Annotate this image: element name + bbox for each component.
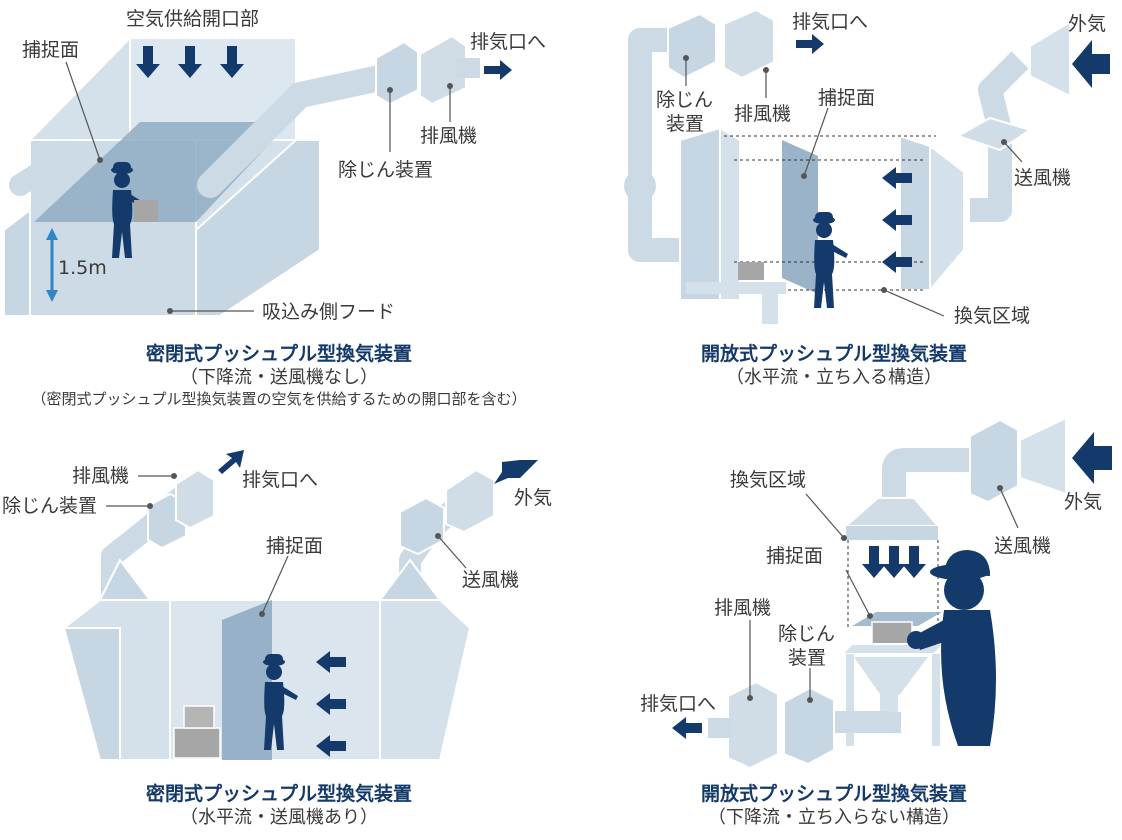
tr-label-outside-air: 外気 bbox=[1068, 13, 1106, 35]
bl-equipment bbox=[62, 450, 538, 761]
panel-bottom-right: 外気 換気区域 送風機 捕捉面 排風機 除じん 装置 排気口へ 開放式プッシュプ… bbox=[640, 416, 1112, 828]
tl-label-capture-surface: 捕捉面 bbox=[22, 39, 79, 61]
br-down-arrow-3 bbox=[902, 546, 926, 578]
tr-return-duct bbox=[628, 28, 690, 262]
tl-dust-collector bbox=[375, 40, 419, 106]
tl-note: （密閉式プッシュプル型換気装置の空気を供給するための開口部を含む） bbox=[31, 390, 526, 408]
bl-label-exhaust-to: 排気口へ bbox=[242, 469, 318, 491]
tl-label-dust-collector: 除じん装置 bbox=[338, 159, 433, 181]
tr-table bbox=[686, 282, 786, 294]
bl-intake bbox=[445, 468, 495, 534]
br-label-exhaust-to: 排気口へ bbox=[640, 693, 716, 715]
panel-top-left: 空気供給開口部 捕捉面 排気口へ 排風機 除じん装置 1.5m 吸込み側フード … bbox=[3, 8, 546, 408]
tr-worker bbox=[813, 212, 848, 308]
br-label-dust-collector-1: 除じん bbox=[778, 623, 835, 645]
bl-capture-plane bbox=[222, 600, 272, 760]
tl-title: 密閉式プッシュプル型換気装置 bbox=[146, 342, 412, 365]
tr-label-exhaust-fan: 排風機 bbox=[734, 103, 791, 125]
bl-exhaust-arrow bbox=[218, 450, 244, 474]
panel-bottom-left: 排風機 排気口へ 除じん装置 外気 捕捉面 送風機 密閉式プッシュプル型換気装置… bbox=[2, 450, 552, 828]
bl-workpiece-2 bbox=[183, 705, 215, 729]
br-subtitle: （下降流・立ち入らない構造） bbox=[708, 807, 960, 828]
tl-label-exhaust-to: 排気口へ bbox=[470, 31, 546, 53]
tl-subtitle: （下降流・送風機なし） bbox=[180, 367, 378, 388]
br-title: 開放式プッシュプル型換気装置 bbox=[701, 782, 967, 805]
tr-label-exhaust-to: 排気口へ bbox=[792, 11, 868, 33]
tr-supply-fan bbox=[955, 116, 1033, 152]
tr-title: 開放式プッシュプル型換気装置 bbox=[701, 342, 967, 365]
tr-exhaust-arrow bbox=[796, 34, 824, 54]
panel-top-right: 排気口へ 外気 除じん 装置 排風機 捕捉面 送風機 換気区域 開放式プッシュプ… bbox=[624, 8, 1110, 388]
bl-exhaust-fan bbox=[175, 468, 215, 530]
tl-left-side bbox=[3, 207, 31, 317]
bl-outside-air-arrow bbox=[494, 460, 538, 484]
tl-equipment bbox=[3, 34, 512, 317]
bl-label-outside-air: 外気 bbox=[514, 487, 552, 509]
tl-suction-hood bbox=[195, 139, 321, 317]
tr-exhaust-fan bbox=[723, 8, 775, 80]
tr-label-dust-collector-1: 除じん bbox=[656, 89, 713, 111]
br-ventilation-zone bbox=[847, 540, 939, 630]
br-outside-air-arrow bbox=[1072, 432, 1112, 484]
tr-capture-plane bbox=[782, 140, 818, 294]
tl-exhaust-fan bbox=[419, 34, 467, 106]
tl-label-height: 1.5m bbox=[58, 257, 107, 279]
br-equipment bbox=[672, 416, 1112, 770]
tr-subtitle: （水平流・立ち入る構造） bbox=[726, 367, 942, 388]
br-leaders bbox=[747, 485, 1019, 703]
tr-suction-hood bbox=[679, 126, 721, 301]
br-intake-hood bbox=[1019, 416, 1067, 496]
bl-title: 密閉式プッシュプル型換気装置 bbox=[146, 782, 412, 805]
br-down-arrow-1 bbox=[862, 546, 886, 578]
tr-label-capture-surface: 捕捉面 bbox=[818, 87, 875, 109]
bl-label-supply-fan: 送風機 bbox=[462, 569, 519, 591]
br-label-dust-collector-2: 装置 bbox=[788, 647, 826, 669]
tr-outside-air-arrow bbox=[1072, 40, 1110, 88]
tr-label-supply-fan: 送風機 bbox=[1014, 167, 1071, 189]
br-exhaust-arrow bbox=[672, 717, 702, 739]
bl-label-dust-collector: 除じん装置 bbox=[2, 495, 97, 517]
tr-workpiece bbox=[738, 262, 764, 280]
tl-label-suction-hood: 吸込み側フード bbox=[262, 301, 395, 323]
tl-label-exhaust-fan: 排風機 bbox=[420, 125, 477, 147]
br-canopy-hood bbox=[843, 497, 941, 527]
br-supply-duct bbox=[882, 448, 980, 510]
br-label-capture-surface: 捕捉面 bbox=[766, 545, 823, 567]
tr-leaders bbox=[683, 55, 1023, 317]
bl-leaders bbox=[106, 473, 467, 617]
tl-leaders bbox=[65, 61, 453, 314]
br-down-arrow-2 bbox=[882, 546, 906, 578]
tr-equipment bbox=[624, 8, 1110, 324]
br-label-outside-air: 外気 bbox=[1064, 491, 1102, 513]
tl-capture-plane bbox=[34, 122, 290, 222]
tl-duct-left bbox=[9, 149, 71, 196]
tl-exhaust-stub bbox=[456, 58, 480, 78]
bl-label-exhaust-fan: 排風機 bbox=[72, 465, 129, 487]
tr-label-ventilation-zone: 換気区域 bbox=[954, 305, 1030, 327]
br-worker bbox=[907, 550, 996, 746]
bl-label-capture-surface: 捕捉面 bbox=[266, 535, 323, 557]
br-supply-fan bbox=[969, 418, 1019, 504]
br-exhaust-fan bbox=[727, 680, 779, 770]
tl-exhaust-arrow bbox=[484, 60, 512, 80]
tr-label-dust-collector-2: 装置 bbox=[666, 113, 704, 135]
br-label-ventilation-zone: 換気区域 bbox=[730, 469, 806, 491]
bl-supply-fan bbox=[399, 496, 445, 556]
bl-subtitle: （水平流・送風機あり） bbox=[180, 807, 378, 828]
br-label-supply-fan: 送風機 bbox=[994, 535, 1051, 557]
tl-label-supply-opening: 空気供給開口部 bbox=[126, 8, 259, 30]
tl-workpiece bbox=[134, 200, 158, 222]
br-exhaust-duct bbox=[832, 711, 901, 733]
tr-intake-hood bbox=[1029, 20, 1071, 98]
tl-duct bbox=[197, 65, 393, 198]
bl-workpiece-1 bbox=[173, 727, 221, 759]
br-label-exhaust-fan: 排風機 bbox=[714, 597, 771, 619]
tr-dust-collector bbox=[667, 12, 717, 80]
